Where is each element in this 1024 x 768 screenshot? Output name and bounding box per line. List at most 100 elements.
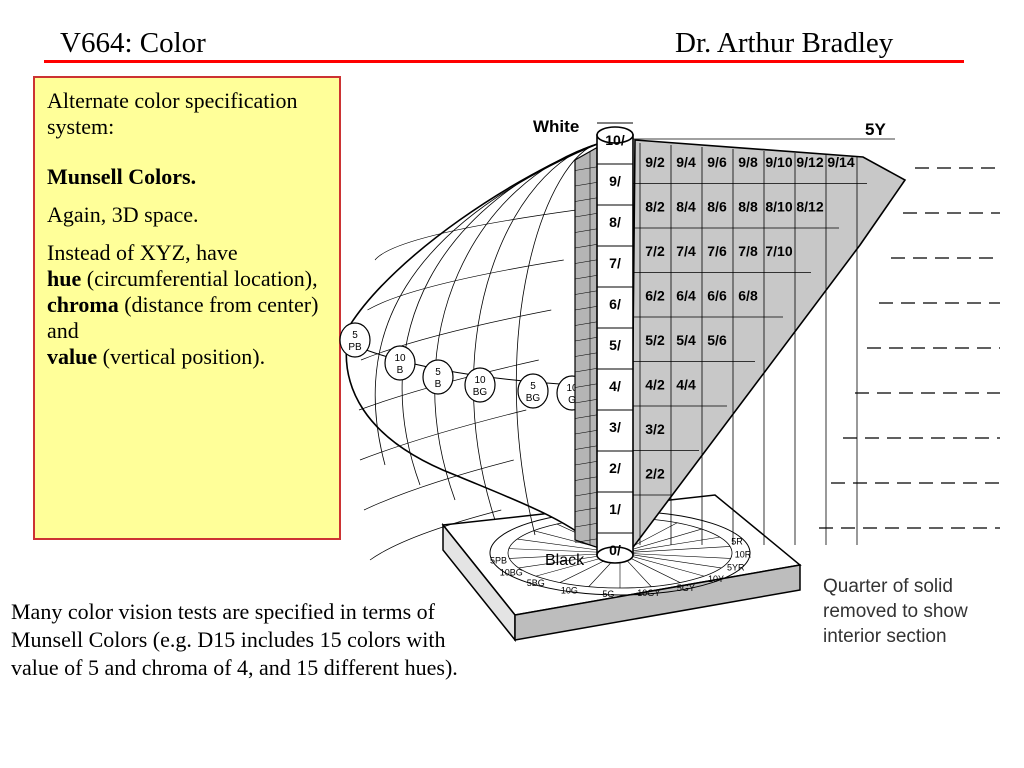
chroma-cell: 6/6	[707, 288, 727, 304]
hue-circle	[422, 359, 454, 395]
base-hue-label: 5G	[602, 589, 614, 599]
chroma-cell: 8/8	[738, 199, 758, 215]
hue-circle-letter: B	[435, 379, 442, 390]
value-label: 0/	[609, 542, 621, 558]
black-label: Black	[545, 552, 585, 569]
hue-circle	[384, 345, 416, 381]
chroma-cell: 9/12	[796, 154, 823, 170]
box-xyz-lead: Instead of XYZ, have	[47, 240, 238, 265]
hue-circle-letter: G	[568, 395, 576, 406]
value-axis: 10/9/8/7/6/5/4/3/2/1/0/	[596, 122, 634, 564]
chroma-cell: 7/6	[707, 243, 727, 259]
value-label: 7/	[609, 255, 621, 271]
box-xyz-paragraph: Instead of XYZ, have hue (circumferentia…	[47, 240, 331, 370]
box-hue-desc: (circumferential location),	[86, 266, 318, 291]
base-hue-label: 10GY	[637, 588, 660, 598]
value-label: 1/	[609, 501, 621, 517]
chroma-cell: 9/2	[645, 154, 665, 170]
hue-circle	[517, 373, 549, 409]
base-hue-label: 10BG	[500, 568, 523, 578]
chroma-cell: 9/14	[827, 154, 854, 170]
hue-circle-number: 10	[566, 383, 578, 394]
chroma-page-grid	[633, 138, 895, 545]
hue-circle-number: 10	[474, 375, 486, 386]
box-munsell-title: Munsell Colors.	[47, 164, 197, 189]
caption-line-2: removed to show	[823, 601, 968, 622]
value-label: 4/	[609, 378, 621, 394]
base-hue-label: 5R	[731, 537, 743, 547]
chroma-cell: 5/6	[707, 332, 727, 348]
hue-circle-letter: BG	[526, 393, 541, 404]
value-label: 10/	[605, 132, 625, 148]
chroma-cell: 8/10	[765, 199, 792, 215]
base-hue-label: 10R	[735, 550, 752, 560]
chroma-cell: 6/2	[645, 288, 665, 304]
chroma-cell: 9/6	[707, 154, 727, 170]
value-labels: 10/9/8/7/6/5/4/3/2/1/0/	[597, 122, 633, 558]
base-hue-label: 10Y	[708, 574, 724, 584]
chroma-cell: 8/2	[645, 199, 665, 215]
bottom-paragraph: Many color vision tests are specified in…	[11, 599, 458, 680]
box-chroma-term: chroma	[47, 292, 119, 317]
hue-circle-number: 5	[435, 367, 441, 378]
chroma-cell: 7/8	[738, 243, 758, 259]
chroma-cell: 7/10	[765, 243, 792, 259]
chroma-cell: 8/6	[707, 199, 727, 215]
chroma-cell: 2/2	[645, 466, 665, 482]
box-value-term: value	[47, 344, 98, 369]
chroma-cell: 5/4	[676, 332, 696, 348]
header-rule	[44, 60, 964, 63]
definition-box: Alternate color specification system: Mu…	[33, 76, 341, 540]
hue-circle-number: 10	[394, 353, 406, 364]
box-value-desc: (vertical position).	[102, 344, 266, 369]
caption-line-3: interior section	[823, 626, 947, 647]
chroma-cell: 4/2	[645, 377, 665, 393]
chroma-cell: 9/8	[738, 154, 758, 170]
hue-circle-number: 5	[352, 330, 358, 341]
box-chroma-desc: (distance from center)	[124, 292, 319, 317]
chroma-cell: 7/4	[676, 243, 696, 259]
hue-circle	[339, 322, 371, 358]
hue-circle-letter: B	[397, 365, 404, 376]
chroma-cell: 4/4	[676, 377, 696, 393]
hue-circle-letter: PB	[348, 342, 362, 353]
hue-circle-number: 5	[530, 381, 536, 392]
value-label: 9/	[609, 173, 621, 189]
box-line-intro: Alternate color specification system:	[47, 88, 298, 139]
base-hue-label: 5PB	[490, 555, 507, 565]
value-label: 2/	[609, 460, 621, 476]
value-label: 3/	[609, 419, 621, 435]
base-hue-label: 10G	[561, 585, 578, 595]
chroma-cell: 6/4	[676, 288, 696, 304]
chroma-cell: 9/4	[676, 154, 696, 170]
base-hue-label: 5BG	[527, 578, 545, 588]
figure-caption: Quarter of solid removed to show interio…	[823, 576, 968, 647]
chroma-cell: 3/2	[645, 421, 665, 437]
chroma-cell: 8/4	[676, 199, 696, 215]
value-label: 5/	[609, 337, 621, 353]
base-hue-label: 5YR	[727, 563, 745, 573]
base-hue-label: 5GY	[677, 583, 695, 593]
guide-dashes	[819, 167, 1000, 529]
caption-line-1: Quarter of solid	[823, 576, 953, 597]
chroma-cell: 7/2	[645, 243, 665, 259]
author-name: Dr. Arthur Bradley	[675, 27, 894, 59]
chroma-cell: 8/12	[796, 199, 823, 215]
hue-page-label: 5Y	[865, 120, 886, 139]
value-label: 8/	[609, 214, 621, 230]
white-label: White	[533, 117, 579, 136]
hue-circle-letter: BG	[473, 387, 488, 398]
hue-circle	[464, 367, 496, 403]
chroma-cell: 5/2	[645, 332, 665, 348]
course-title: V664: Color	[60, 27, 206, 59]
box-and-word: and	[47, 318, 79, 343]
box-line-3d: Again, 3D space.	[47, 202, 199, 227]
value-label: 6/	[609, 296, 621, 312]
box-hue-term: hue	[47, 266, 82, 291]
chroma-cell: 6/8	[738, 288, 758, 304]
